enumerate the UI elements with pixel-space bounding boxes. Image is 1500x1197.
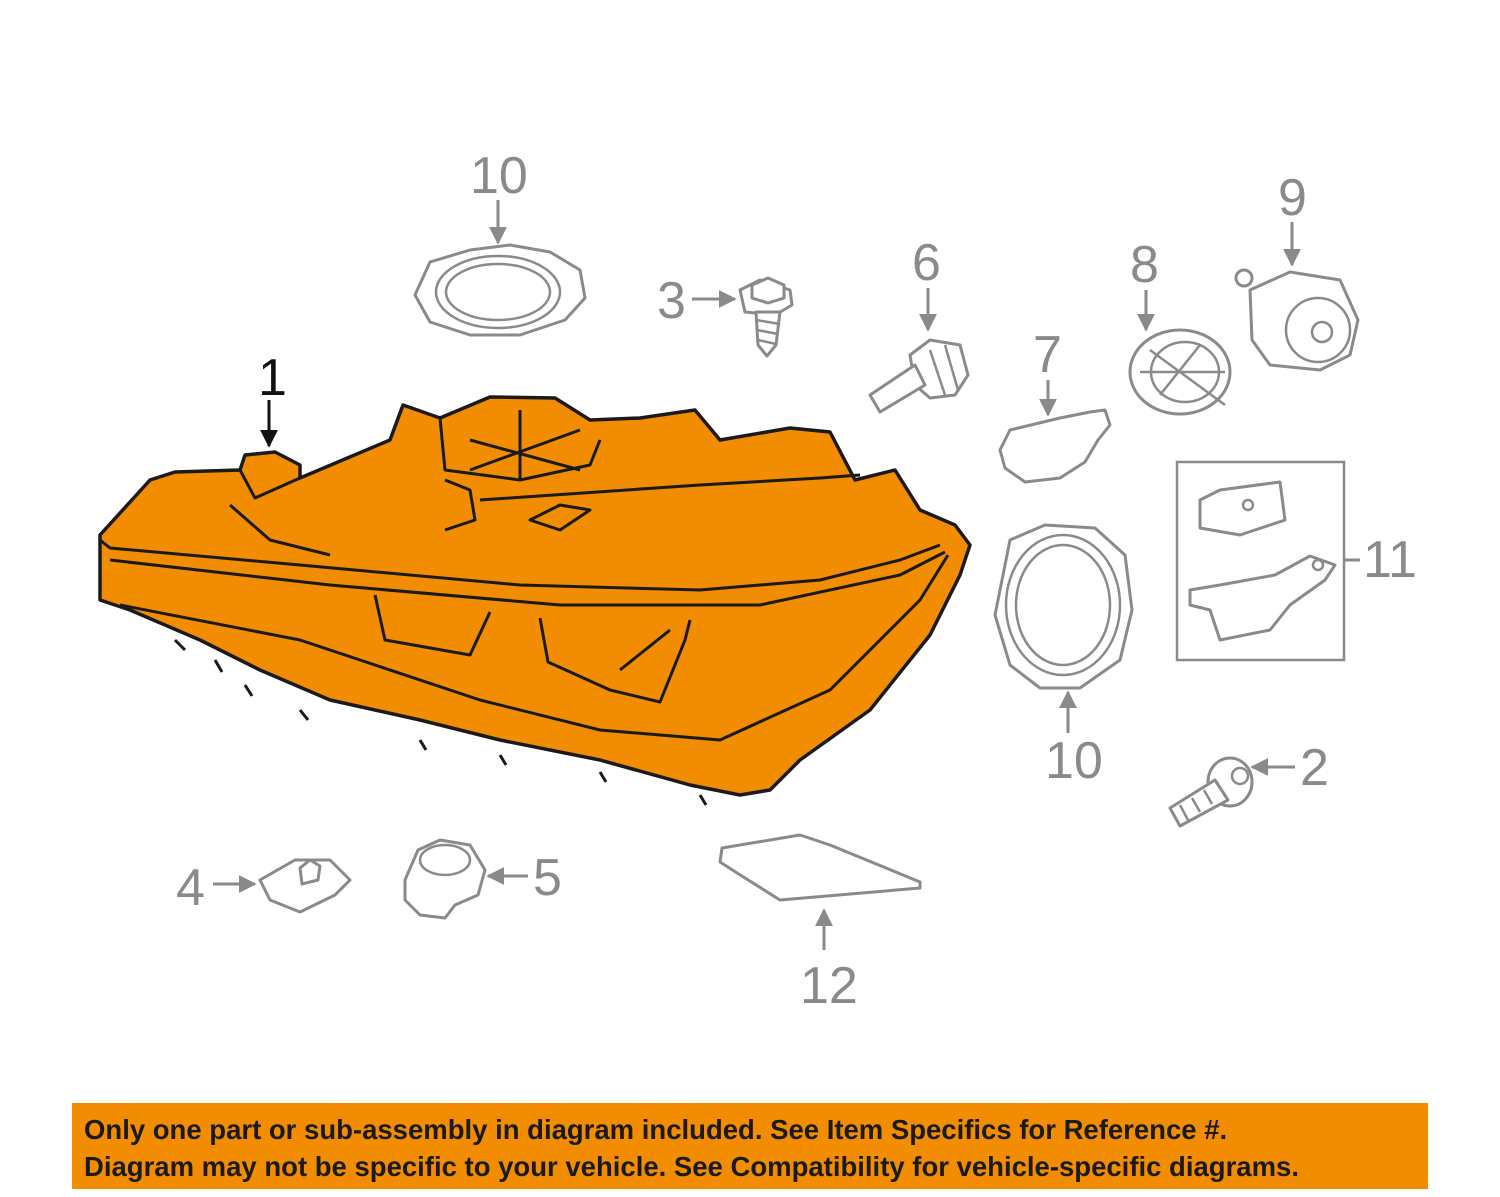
disclaimer-line-1: Only one part or sub-assembly in diagram…	[84, 1114, 1228, 1145]
callout-12: 12	[800, 957, 858, 1015]
callout-6: 6	[912, 234, 941, 292]
clip-nut-4	[258, 858, 352, 914]
callout-10-bottom: 10	[1045, 732, 1103, 790]
callout-7: 7	[1033, 326, 1062, 384]
callout-2: 2	[1300, 739, 1329, 797]
callout-11: 11	[1363, 531, 1417, 589]
disclaimer-line-2: Diagram may not be specific to your vehi…	[84, 1151, 1299, 1182]
bulb-6	[868, 338, 970, 414]
adjuster-motor-9	[1234, 268, 1360, 372]
bolt-3	[738, 276, 794, 358]
socket-8	[1128, 328, 1232, 416]
bracket-kit-11	[1175, 460, 1346, 662]
callout-8: 8	[1130, 236, 1159, 294]
label-12	[718, 833, 922, 902]
callout-3: 3	[657, 272, 686, 330]
cover-ring-bottom	[993, 523, 1134, 690]
mount-5	[403, 838, 487, 920]
cover-ring-top	[413, 243, 587, 337]
callout-1: 1	[258, 349, 287, 407]
callout-4: 4	[176, 859, 205, 917]
screw-2	[1168, 756, 1254, 828]
callout-10-top: 10	[470, 147, 528, 205]
disclaimer-banner: Only one part or sub-assembly in diagram…	[72, 1103, 1428, 1189]
parts-diagram: 1 10 3 6 7 8 9	[98, 147, 1417, 1015]
callout-5: 5	[533, 849, 562, 907]
callout-9: 9	[1278, 169, 1307, 227]
bulb-7	[998, 408, 1112, 484]
headlamp-assembly	[98, 395, 972, 806]
